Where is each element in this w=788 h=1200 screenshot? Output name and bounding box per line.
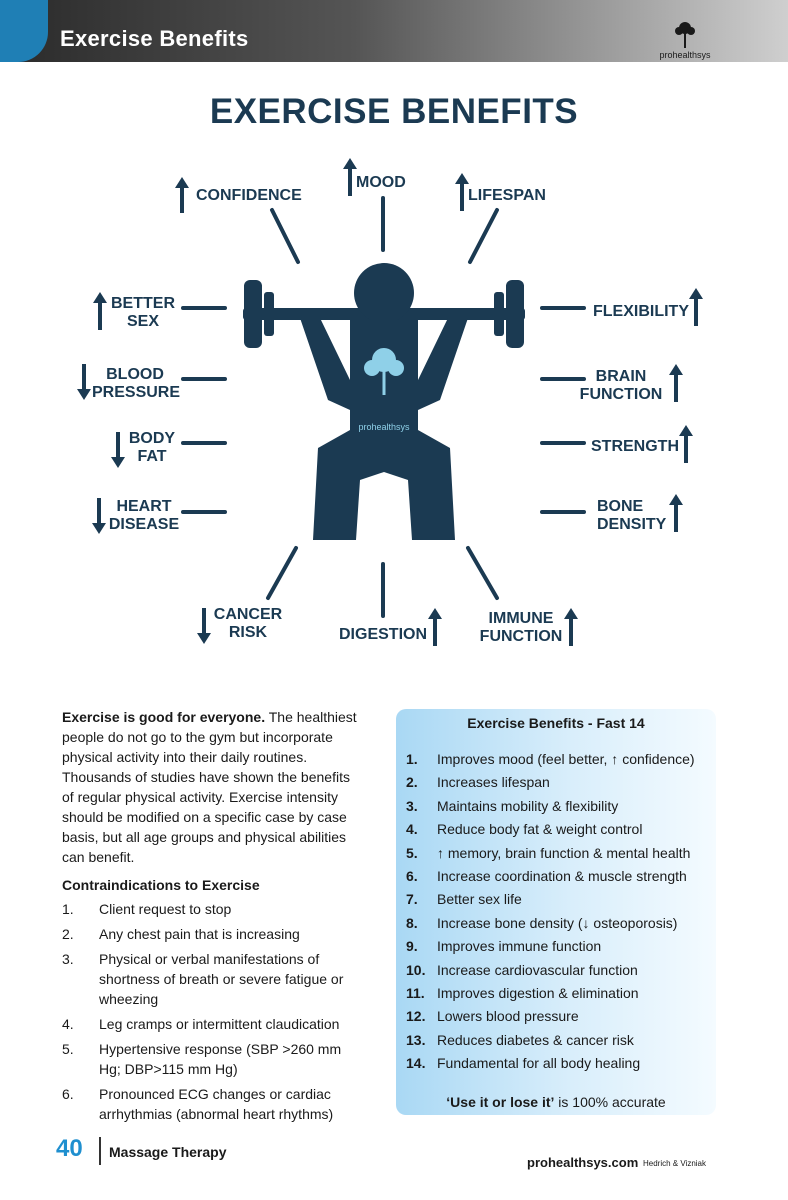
figure-and-connectors: prohealthsys: [181, 196, 586, 618]
list-item: 9.Improves immune function: [406, 938, 602, 955]
footer-site: prohealthsys.com: [527, 1155, 639, 1170]
connector-lines: [181, 196, 586, 618]
list-item: 11.Improves digestion & elimination: [406, 984, 639, 1001]
exercise-benefits-infographic: EXERCISE BENEFITS: [0, 80, 788, 680]
up-arrow-icon: [669, 494, 683, 532]
label-lifespan: LIFESPAN: [468, 187, 546, 204]
list-item: 3.Physical or verbal manifestations of s…: [62, 951, 344, 1007]
list-item: 4.Reduce body fat & weight control: [406, 821, 643, 838]
list-item: 5.Hypertensive response (SBP >260 mm Hg;…: [62, 1041, 342, 1077]
up-arrow-icon: [679, 425, 693, 463]
tree-logo-icon: [675, 22, 695, 48]
down-arrow-icon: [111, 432, 125, 468]
header-accent-tab: [0, 0, 48, 62]
down-arrow-icon: [197, 608, 211, 644]
up-arrow-icon: [175, 177, 189, 213]
list-item: 8.Increase bone density (↓ osteoporosis): [406, 914, 678, 931]
list-item: 2.Increases lifespan: [406, 774, 550, 791]
logo-wordmark: prohealthsys: [659, 50, 711, 60]
intro-paragraph: Exercise is good for everyone. The healt…: [62, 709, 357, 865]
fast-14-footer: ‘Use it or lose it’ is 100% accurate: [446, 1094, 666, 1110]
weightlifter-figure: [243, 263, 525, 540]
list-item: 2.Any chest pain that is increasing: [62, 926, 300, 942]
contraindications-title: Contraindications to Exercise: [62, 877, 260, 893]
infographic-title: EXERCISE BENEFITS: [209, 92, 579, 131]
up-arrow-icon: [689, 288, 703, 326]
label-flexibility: FLEXIBILITY: [593, 303, 689, 320]
up-arrow-icon: [343, 158, 357, 196]
list-item: 6.Increase coordination & muscle strengt…: [406, 867, 687, 884]
footer-authors: Hedrich & Vizniak: [643, 1159, 706, 1168]
footer-section-name: Massage Therapy: [109, 1144, 227, 1160]
list-item: 7.Better sex life: [406, 891, 522, 908]
down-arrow-icon: [77, 364, 91, 400]
label-strength: STRENGTH: [591, 438, 679, 455]
header-title: Exercise Benefits: [60, 26, 249, 51]
page-number: 40: [56, 1135, 83, 1162]
up-arrow-icon: [93, 292, 107, 330]
fast-14-title: Exercise Benefits - Fast 14: [467, 715, 645, 731]
figure-tree-logo-icon: [364, 348, 404, 395]
page-header: Exercise Benefits: [0, 0, 788, 62]
up-arrow-icon: [428, 608, 442, 646]
fast-14-list: 1.Improves mood (feel better, ↑ confiden…: [406, 749, 711, 1076]
list-item: 1.Improves mood (feel better, ↑ confiden…: [406, 751, 695, 767]
fast-14-box: Exercise Benefits - Fast 14 1.Improves m…: [396, 709, 716, 1115]
up-arrow-icon: [564, 608, 578, 646]
list-item: 14.Fundamental for all body healing: [406, 1055, 641, 1072]
footer-divider: [99, 1137, 101, 1165]
down-arrow-icon: [92, 498, 106, 534]
list-item: 3.Maintains mobility & flexibility: [406, 797, 619, 814]
left-text-column: Exercise is good for everyone. The healt…: [62, 707, 362, 1129]
label-confidence: CONFIDENCE: [196, 187, 302, 204]
prohealthsys-logo: prohealthsys: [650, 20, 720, 64]
up-arrow-icon: [455, 173, 469, 211]
list-item: 4.Leg cramps or intermittent claudicatio…: [62, 1016, 340, 1032]
list-item: 12.Lowers blood pressure: [406, 1008, 579, 1025]
label-digestion: DIGESTION: [339, 626, 428, 643]
list-item: 10.Increase cardiovascular function: [406, 961, 638, 978]
list-item: 6.Pronounced ECG changes or cardiac arrh…: [62, 1086, 334, 1122]
up-arrow-icon: [669, 364, 683, 402]
label-mood: MOOD: [356, 174, 406, 191]
figure-logo-text: prohealthsys: [358, 422, 410, 432]
list-item: 5.↑ memory, brain function & mental heal…: [406, 844, 691, 861]
list-item: 13.Reduces diabetes & cancer risk: [406, 1031, 634, 1048]
list-item: 1.Client request to stop: [62, 901, 232, 917]
